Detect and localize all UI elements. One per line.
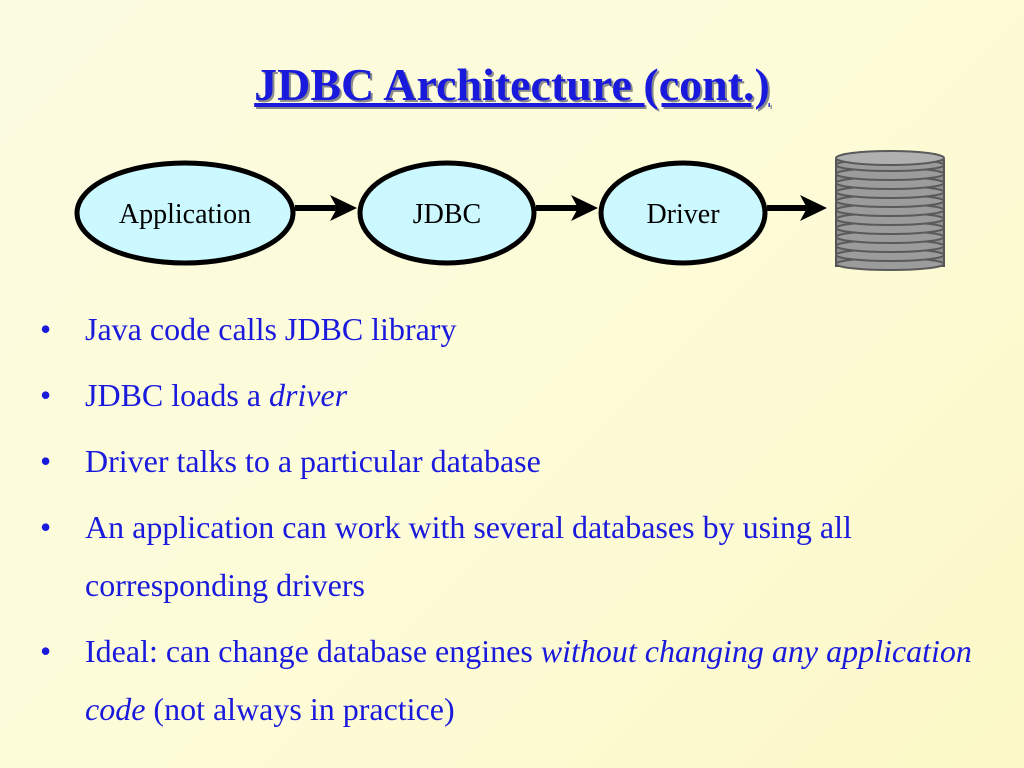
bullet-emphasis: driver: [269, 377, 348, 413]
bullet-item: • Driver talks to a particular database: [40, 432, 1000, 490]
bullet-dot: •: [40, 509, 52, 545]
bullet-dot: •: [40, 633, 52, 669]
bullet-list: • Java code calls JDBC library • JDBC lo…: [40, 300, 1000, 746]
node-application-label: Application: [119, 199, 251, 230]
bullet-text: Java code calls JDBC library: [85, 311, 457, 347]
bullet-text: Driver talks to a particular database: [85, 443, 541, 479]
node-driver-label: Driver: [646, 199, 720, 230]
slide-title: JDBC Architecture (cont.): [254, 59, 770, 110]
bullet-dot: •: [40, 311, 52, 347]
database-icon: [835, 150, 945, 271]
bullet-dot: •: [40, 377, 52, 413]
architecture-diagram: Application JDBC Driver: [74, 150, 945, 271]
bullet-emphasis: without changing any application code: [85, 633, 972, 727]
node-application: Application: [74, 160, 296, 266]
arrow-driver-to-database: [767, 195, 827, 221]
bullet-item: • Java code calls JDBC library: [40, 300, 1000, 358]
bullet-dot: •: [40, 443, 52, 479]
node-jdbc: JDBC: [357, 160, 537, 266]
bullet-text: Ideal: can change database engines: [85, 633, 541, 669]
bullet-text: JDBC loads a: [85, 377, 269, 413]
bullet-suffix: (not always in practice): [145, 691, 455, 727]
node-jdbc-label: JDBC: [413, 199, 481, 230]
bullet-item: • An application can work with several d…: [40, 498, 1000, 614]
bullet-text: An application can work with several dat…: [85, 509, 852, 603]
node-driver: Driver: [598, 160, 768, 266]
arrow-app-to-jdbc: [295, 195, 357, 221]
arrow-jdbc-to-driver: [536, 195, 598, 221]
bullet-item: • JDBC loads a driver: [40, 366, 1000, 424]
bullet-item: • Ideal: can change database engines wit…: [40, 622, 1000, 738]
